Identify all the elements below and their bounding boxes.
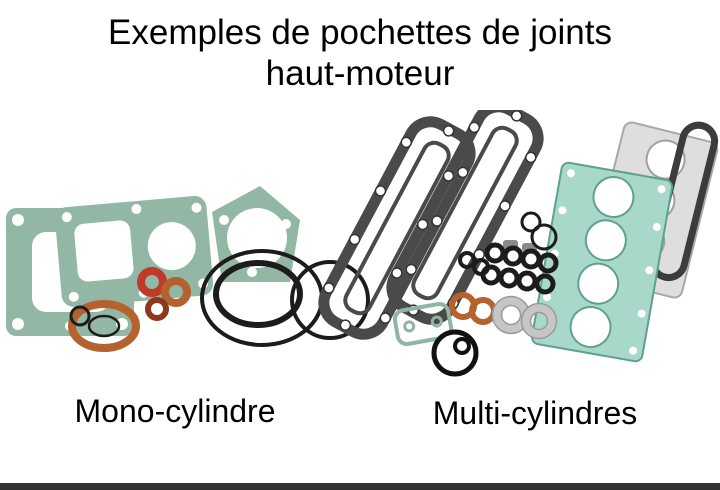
mono-cylinder-gasket-image bbox=[6, 186, 370, 352]
caption-multi-cylindres: Multi-cylindres bbox=[432, 395, 638, 431]
page-title-line1: Exemples de pochettes de joints bbox=[108, 13, 612, 52]
valve-cover-gasket-rear bbox=[318, 116, 476, 340]
copper-washers bbox=[137, 267, 191, 321]
copper-rings bbox=[449, 292, 497, 325]
oil-seal bbox=[431, 329, 479, 377]
small-o-rings bbox=[458, 211, 558, 276]
page-title-line2: haut-moteur bbox=[265, 53, 455, 93]
bottom-bar bbox=[0, 483, 720, 490]
cylinder-head-gasket bbox=[212, 186, 300, 282]
exhaust-ring-gaskets bbox=[68, 300, 140, 352]
metal-rings bbox=[491, 295, 558, 340]
page-title: Exemples de pochettes de joints haut-mot… bbox=[0, 13, 720, 95]
small-port-gasket bbox=[392, 301, 454, 347]
caption-mono-cylindre: Mono-cylindre bbox=[74, 393, 276, 429]
head-gasket-teal bbox=[530, 161, 674, 363]
multi-cylinder-gasket-image bbox=[318, 110, 719, 377]
